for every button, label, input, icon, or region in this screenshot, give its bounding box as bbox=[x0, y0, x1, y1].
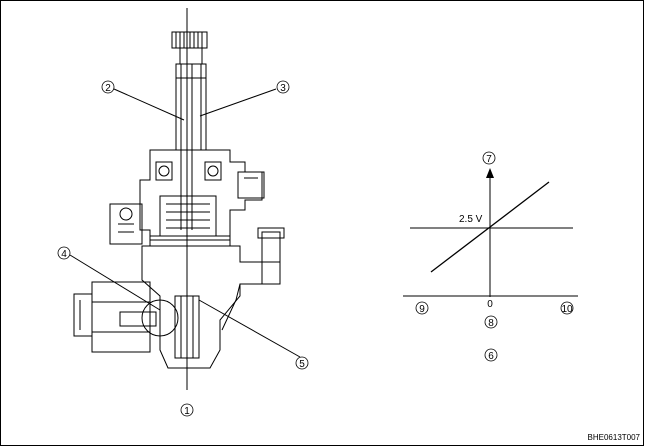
motor-end-cap bbox=[73, 293, 93, 337]
upper-housing bbox=[139, 149, 263, 241]
leader-2 bbox=[113, 88, 185, 121]
callout-circles bbox=[57, 80, 574, 417]
voltage-label: 2.5 V bbox=[459, 214, 483, 225]
callout-8: 8 bbox=[488, 318, 494, 329]
callout-leaders bbox=[69, 88, 301, 358]
leader-5 bbox=[198, 299, 301, 358]
shaft-collar bbox=[179, 47, 203, 65]
callout-10: 10 bbox=[561, 304, 573, 315]
worm-gear bbox=[141, 299, 179, 337]
callout-9: 9 bbox=[419, 304, 425, 315]
callout-3: 3 bbox=[280, 83, 286, 94]
callout-1: 1 bbox=[184, 406, 190, 417]
leader-4 bbox=[69, 254, 161, 311]
origin-label: 0 bbox=[487, 299, 493, 310]
voltage-graph bbox=[403, 168, 578, 297]
housing-flange bbox=[221, 283, 241, 331]
callout-4: 4 bbox=[61, 249, 67, 260]
steering-assembly-drawing bbox=[73, 8, 285, 390]
callout-5: 5 bbox=[299, 359, 305, 370]
leader-3 bbox=[199, 88, 277, 117]
output-characteristic-line bbox=[430, 181, 550, 273]
right-mount-bolt bbox=[261, 231, 281, 285]
callout-7: 7 bbox=[486, 154, 492, 165]
bearing-left bbox=[158, 165, 170, 177]
left-mount-bolt bbox=[109, 203, 143, 245]
torque-sensor bbox=[159, 195, 217, 237]
output-shaft bbox=[174, 295, 200, 359]
figure-code: BHE0613T007 bbox=[588, 433, 641, 442]
lower-housing bbox=[141, 245, 281, 369]
y-axis-arrow-icon bbox=[486, 168, 494, 178]
callout-2: 2 bbox=[105, 83, 111, 94]
callout-6: 6 bbox=[488, 351, 494, 362]
sensor-connector bbox=[237, 171, 265, 199]
bearing-right bbox=[207, 165, 219, 177]
motor-unit bbox=[91, 281, 151, 353]
